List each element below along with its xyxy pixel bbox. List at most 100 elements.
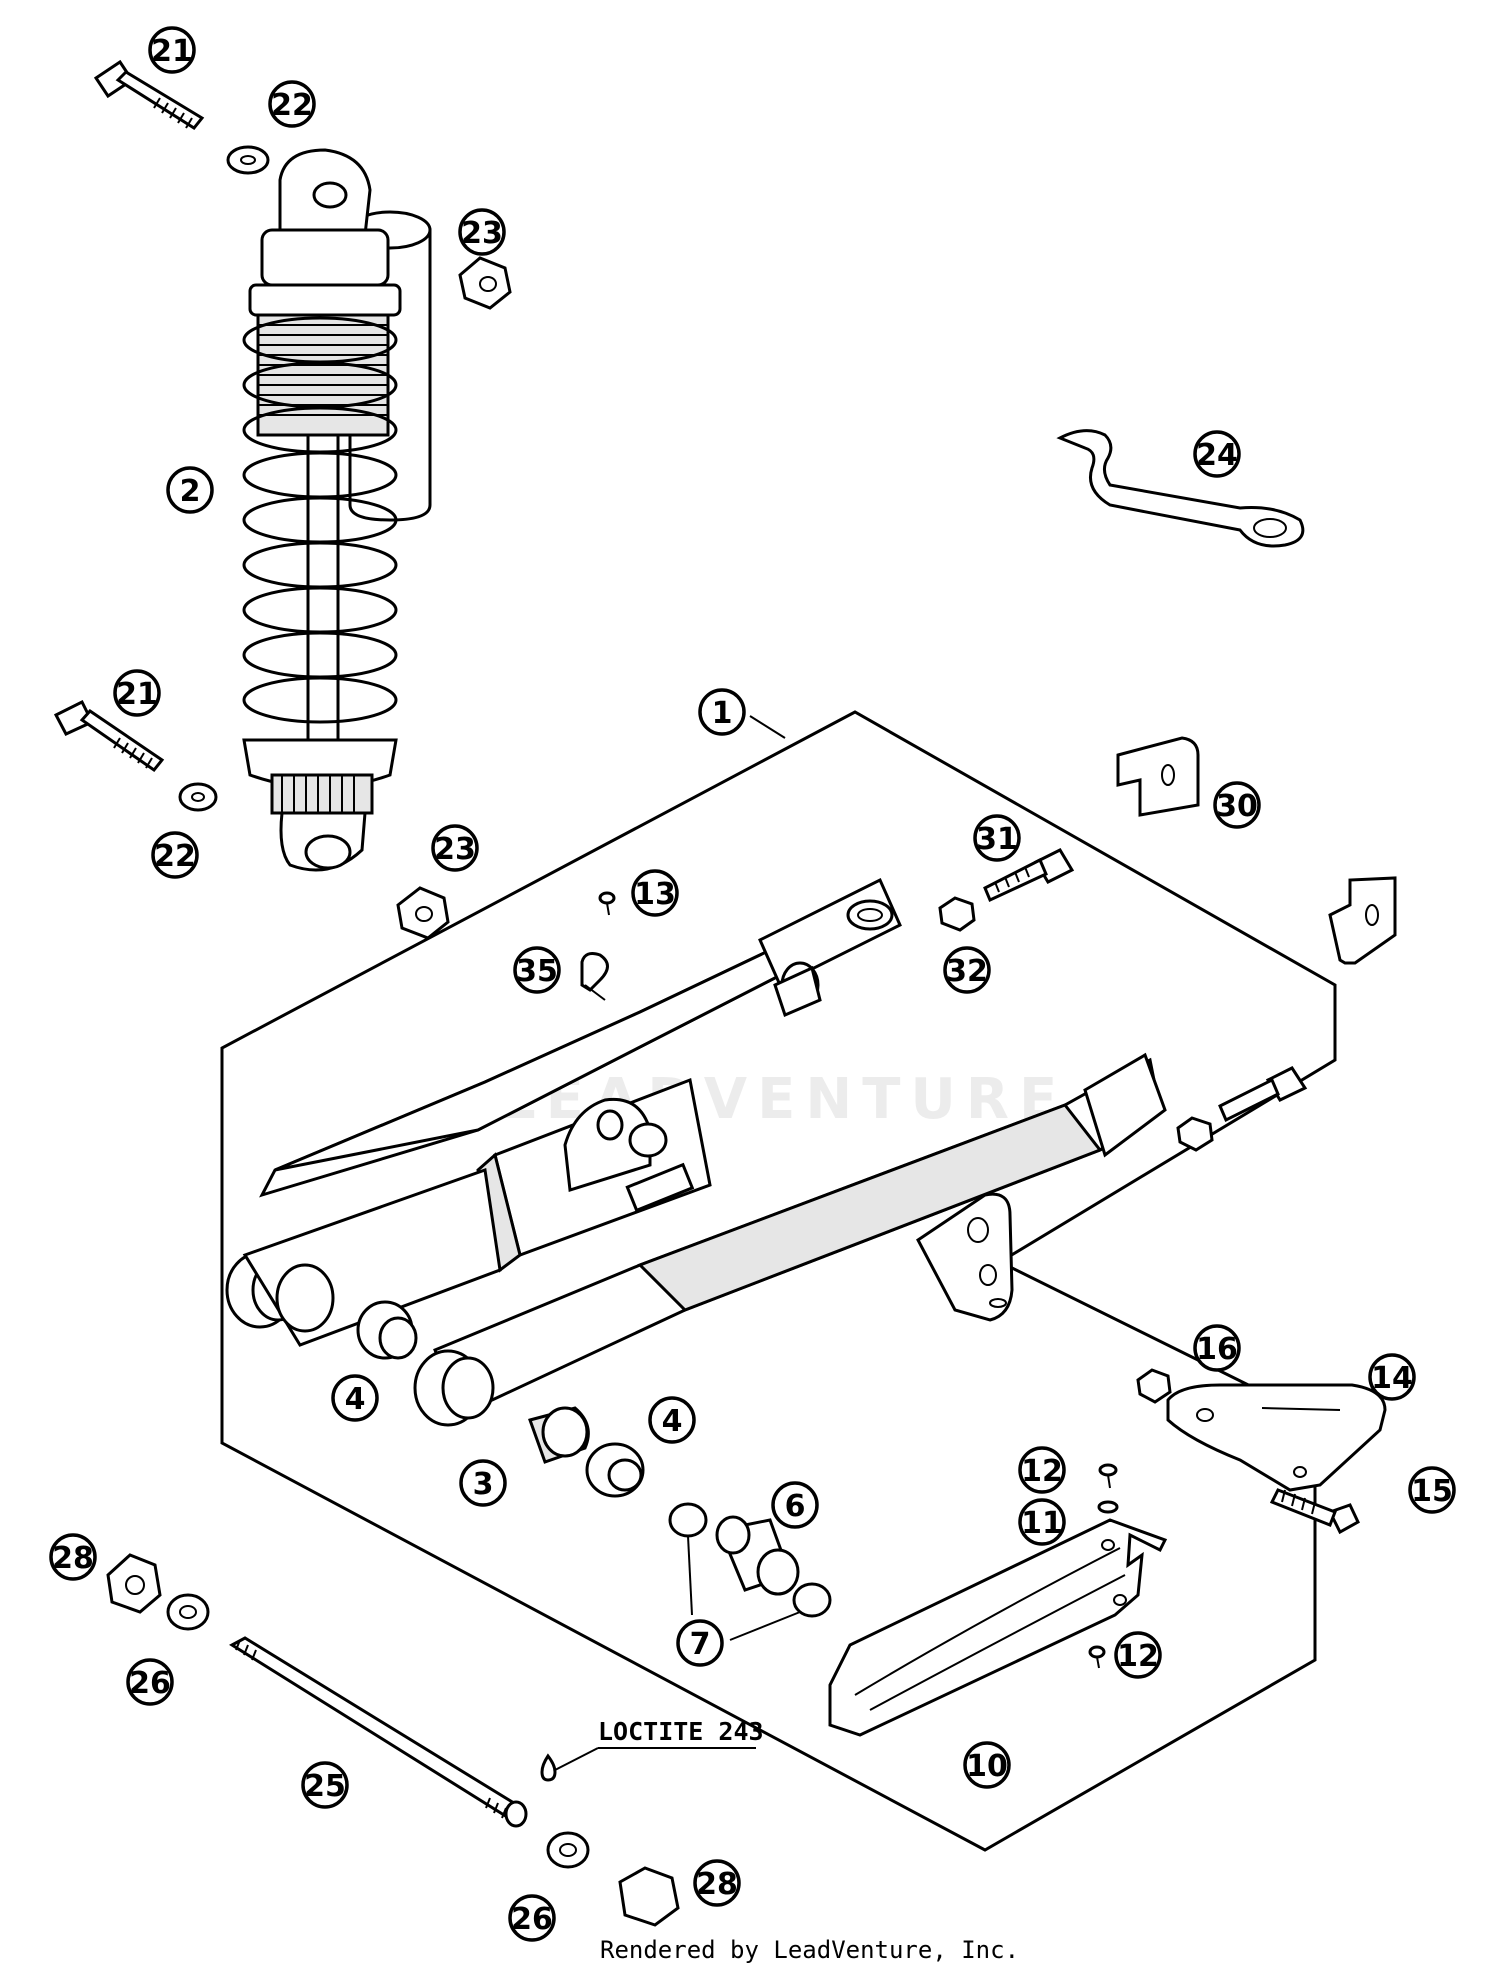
callout-label: 15 <box>1411 1474 1453 1509</box>
callout-23-lower: 23 <box>431 824 479 872</box>
callout-30: 30 <box>1213 781 1261 829</box>
callout-21-upper: 21 <box>148 26 196 74</box>
shock-bottom-bolt <box>53 699 165 773</box>
shock-top-nut <box>458 256 512 310</box>
callout-35: 35 <box>513 946 561 994</box>
callout-label: 24 <box>1196 438 1238 473</box>
cable-clip <box>580 952 609 1001</box>
guide-nut <box>1136 1368 1172 1404</box>
axle-adjust-bolt <box>983 848 1075 903</box>
needle-bearing <box>528 1406 590 1464</box>
axle-washer-right <box>546 1831 590 1869</box>
callout-label: 11 <box>1021 1506 1063 1541</box>
kit-outline <box>220 710 1337 1852</box>
callout-label: 35 <box>516 954 558 989</box>
callout-31: 31 <box>973 814 1021 862</box>
callout-label: 12 <box>1117 1639 1159 1674</box>
callout-label: 1 <box>712 696 733 731</box>
callout-12-lower: 12 <box>1114 1631 1162 1679</box>
callout-23-upper: 23 <box>458 208 506 256</box>
callout-22-upper: 22 <box>268 80 316 128</box>
chain-adjuster-bracket-2 <box>1328 876 1397 965</box>
swingarm <box>225 877 1167 1427</box>
small-screw <box>598 891 616 916</box>
bushing-left <box>356 1300 418 1360</box>
chain-guide-screw-2 <box>1088 1645 1106 1669</box>
callout-28-left: 28 <box>49 1533 97 1581</box>
callout-15: 15 <box>1408 1466 1456 1514</box>
callout-3: 3 <box>459 1459 507 1507</box>
callout-label: 2 <box>180 474 201 509</box>
callout-label: 28 <box>52 1541 94 1576</box>
chain-guide-screw-1 <box>1098 1463 1118 1489</box>
spacer-sleeve <box>715 1515 800 1596</box>
callout-label: 4 <box>345 1382 366 1417</box>
hook-wrench <box>1056 429 1305 548</box>
chain-guide-washer <box>1097 1500 1119 1514</box>
loctite-note: LOCTITE 243 <box>598 1717 764 1746</box>
callout-21-lower: 21 <box>113 669 161 717</box>
callout-7: 7 <box>676 1619 724 1667</box>
callout-label: 6 <box>785 1489 806 1524</box>
dust-cap-2 <box>792 1582 832 1618</box>
axle-washer-left <box>166 1593 210 1631</box>
shock-absorber <box>242 148 432 872</box>
callout-label: 23 <box>434 832 476 867</box>
callout-label: 7 <box>690 1627 711 1662</box>
callout-26-right: 26 <box>508 1894 556 1942</box>
shock-bottom-nut <box>396 886 450 940</box>
callout-32: 32 <box>943 946 991 994</box>
chain-guide <box>828 1518 1168 1737</box>
footer-credit: Rendered by LeadVenture, Inc. <box>600 1936 1019 1964</box>
callout-26-left: 26 <box>126 1658 174 1706</box>
callout-label: 28 <box>696 1867 738 1902</box>
callout-label: 13 <box>634 877 676 912</box>
shock-top-washer <box>226 145 270 175</box>
callout-label: 3 <box>473 1467 494 1502</box>
shock-bottom-washer <box>178 782 218 812</box>
axle-nut-left <box>106 1553 162 1614</box>
callout-label: 26 <box>129 1666 171 1701</box>
callout-label: 21 <box>151 34 193 69</box>
axle-adjust-nut <box>938 896 976 932</box>
callout-25: 25 <box>301 1761 349 1809</box>
callout-label: 16 <box>1196 1332 1238 1367</box>
axle-nut-right <box>618 1866 680 1927</box>
callout-label: 23 <box>461 216 503 251</box>
callout-label: 22 <box>271 88 313 123</box>
callout-14: 14 <box>1368 1353 1416 1401</box>
shock-top-bolt <box>93 59 205 130</box>
callout-label: 32 <box>946 954 988 989</box>
callout-13: 13 <box>631 869 679 917</box>
callout-label: 21 <box>116 677 158 712</box>
callout-label: 26 <box>511 1902 553 1937</box>
axle-adjust-bolt-2 <box>1218 1066 1308 1123</box>
callout-2: 2 <box>166 466 214 514</box>
callout-12-upper: 12 <box>1018 1446 1066 1494</box>
callout-1: 1 <box>698 688 746 736</box>
chain-adjuster-bracket-1 <box>1116 736 1200 817</box>
callout-10: 10 <box>963 1741 1011 1789</box>
callout-label: 12 <box>1021 1454 1063 1489</box>
guide-bolt <box>1269 1488 1360 1535</box>
callout-label: 22 <box>154 839 196 874</box>
callout-24: 24 <box>1193 430 1241 478</box>
callout-28-right: 28 <box>693 1859 741 1907</box>
callout-4-right: 4 <box>648 1396 696 1444</box>
callout-label: 10 <box>966 1749 1008 1784</box>
chain-guide-bracket <box>1166 1383 1387 1492</box>
callout-6: 6 <box>771 1481 819 1529</box>
callout-16: 16 <box>1193 1324 1241 1372</box>
callout-label: 31 <box>976 822 1018 857</box>
bushing-right <box>585 1442 645 1498</box>
callout-4-left: 4 <box>331 1374 379 1422</box>
callout-label: 4 <box>662 1404 683 1439</box>
callout-label: 25 <box>304 1769 346 1804</box>
callout-11: 11 <box>1018 1498 1066 1546</box>
axle-adjust-nut-2 <box>1176 1116 1214 1152</box>
callout-22-lower: 22 <box>151 831 199 879</box>
dust-cap-1 <box>668 1502 708 1538</box>
callout-label: 14 <box>1371 1361 1413 1396</box>
